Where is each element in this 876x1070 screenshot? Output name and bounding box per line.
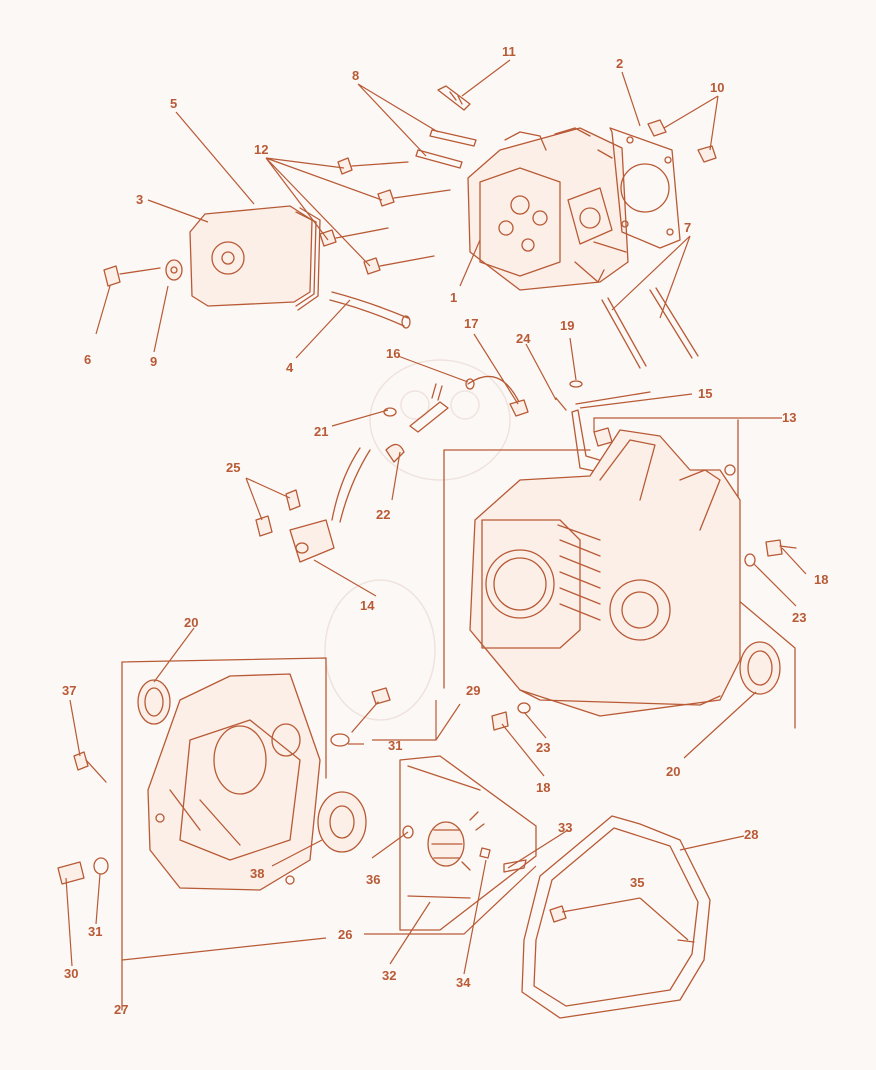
valve-cover — [189, 205, 321, 311]
callout-labels: 1 2 3 4 5 6 7 8 9 10 11 12 13 14 15 16 1… — [62, 44, 828, 1017]
label-16: 16 — [386, 346, 400, 361]
label-14: 14 — [360, 598, 375, 613]
drain-plug — [330, 687, 391, 747]
oil-filler-cap — [57, 857, 109, 885]
label-20a: 20 — [184, 615, 198, 630]
label-3: 3 — [136, 192, 143, 207]
governor-assembly — [399, 755, 537, 931]
label-32: 32 — [382, 968, 396, 983]
crankcase-cover — [121, 657, 327, 1011]
breather-tube — [329, 291, 411, 329]
valve-cover-bolt — [103, 259, 183, 287]
label-30: 30 — [64, 966, 78, 981]
label-35: 35 — [630, 875, 644, 890]
label-15: 15 — [698, 386, 712, 401]
label-18b: 18 — [536, 780, 550, 795]
oil-sensor-assembly — [255, 375, 529, 563]
label-2: 2 — [616, 56, 623, 71]
label-18a: 18 — [814, 572, 828, 587]
label-23a: 23 — [792, 610, 806, 625]
oil-seal-left — [137, 679, 171, 725]
label-33: 33 — [558, 820, 572, 835]
label-19: 19 — [560, 318, 574, 333]
cover-bolt — [73, 751, 107, 783]
label-31a: 31 — [388, 738, 402, 753]
label-21: 21 — [314, 424, 328, 439]
label-26: 26 — [338, 927, 352, 942]
label-6: 6 — [84, 352, 91, 367]
cover-gasket — [521, 815, 711, 1019]
label-13: 13 — [782, 410, 796, 425]
head-gasket — [609, 127, 681, 249]
label-27: 27 — [114, 1002, 128, 1017]
bolts-washers — [491, 539, 797, 731]
head-studs — [415, 129, 477, 169]
label-12: 12 — [254, 142, 268, 157]
label-4: 4 — [286, 360, 294, 375]
label-24: 24 — [516, 331, 531, 346]
label-10: 10 — [710, 80, 724, 95]
cylinder-head — [467, 127, 629, 291]
label-23b: 23 — [536, 740, 550, 755]
spark-plug — [437, 85, 471, 111]
label-36: 36 — [366, 872, 380, 887]
label-22: 22 — [376, 507, 390, 522]
cylinder-studs — [601, 287, 699, 369]
main-bearing — [317, 791, 367, 853]
label-8: 8 — [352, 68, 359, 83]
watermark — [324, 359, 511, 721]
label-7: 7 — [684, 220, 691, 235]
label-34: 34 — [456, 975, 471, 990]
label-11: 11 — [502, 44, 516, 59]
label-25: 25 — [226, 460, 240, 475]
label-20b: 20 — [666, 764, 680, 779]
crankcase-block — [443, 419, 796, 729]
label-9: 9 — [150, 354, 157, 369]
label-31b: 31 — [88, 924, 102, 939]
label-17: 17 — [464, 316, 478, 331]
label-1: 1 — [450, 290, 457, 305]
leader-lines — [65, 59, 807, 975]
head-bolts — [319, 157, 451, 275]
dowel-pins-head — [647, 119, 717, 163]
label-37: 37 — [62, 683, 76, 698]
label-28: 28 — [744, 827, 758, 842]
label-5: 5 — [170, 96, 177, 111]
oil-seal-right — [739, 641, 781, 695]
label-38: 38 — [250, 866, 264, 881]
label-29: 29 — [466, 683, 480, 698]
